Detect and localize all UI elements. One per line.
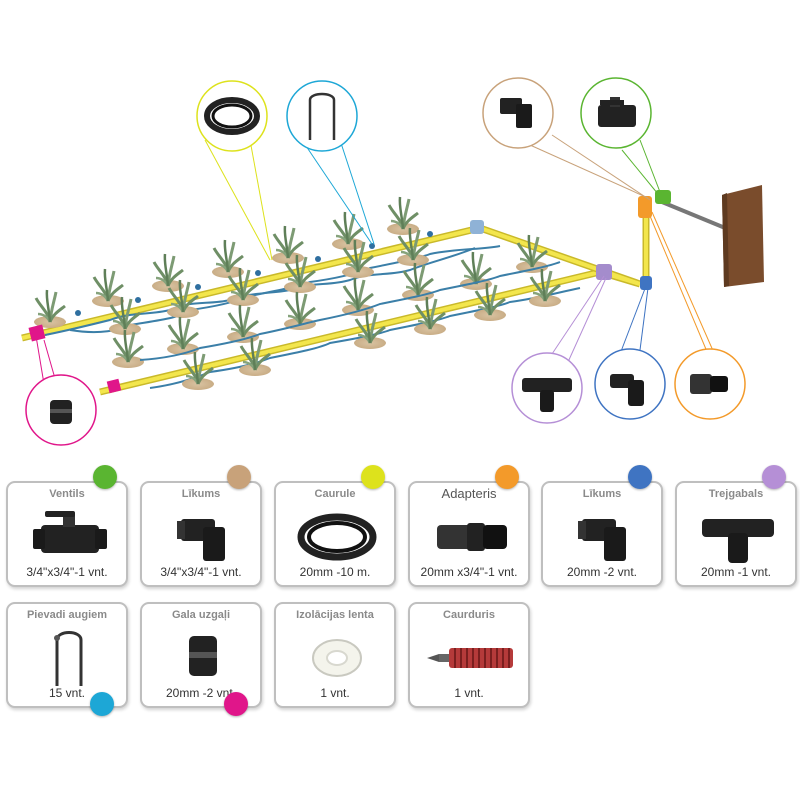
part-title: Pievadi augiem (26, 609, 108, 621)
part-card: Caurule 20mm -10 m. (274, 481, 396, 587)
part-quantity: 20mm -1 vnt. (700, 565, 772, 579)
adapter-icon (690, 374, 728, 394)
part-title: Līkums (582, 488, 622, 500)
part-title: Izolācijas lenta (296, 609, 374, 621)
part-card: Līkums 3/4"x3/4"-1 vnt. (140, 481, 262, 587)
layout-fittings (28, 190, 671, 394)
part-title: Adapteris (441, 486, 497, 501)
part-quantity: 3/4"x3/4"-1 vnt. (160, 565, 242, 579)
part-quantity: 20mm -10 m. (299, 565, 371, 579)
ball-valve-icon (19, 505, 119, 565)
part-card: Ventils 3/4"x3/4"-1 vnt. (6, 481, 128, 587)
part-quantity: 3/4"x3/4"-1 vnt. (26, 565, 108, 579)
elbow-icon (500, 98, 532, 128)
plant-row-3 (110, 233, 561, 370)
adapter-icon (421, 505, 521, 565)
part-quantity: 20mm -2 vnt. (566, 565, 638, 579)
tee-icon (522, 378, 572, 412)
part-title: Ventils (49, 488, 85, 500)
plant-row-4 (149, 267, 581, 392)
coiled-pipe-icon (287, 505, 387, 565)
part-card: Pievadi augiem 15 vnt. (6, 602, 128, 708)
color-key-dot (495, 465, 519, 489)
elbow-icon (610, 374, 644, 406)
part-quantity: 15 vnt. (48, 686, 86, 700)
part-title: Līkums (181, 488, 221, 500)
coiled-pipe-icon (204, 97, 260, 135)
part-title: Trejgabals (708, 488, 764, 500)
part-title: Caurduris (443, 609, 495, 621)
tee-icon (688, 505, 788, 565)
plant-row-2 (69, 226, 501, 337)
part-card: Izolācijas lenta 1 vnt. (274, 602, 396, 708)
part-quantity: 20mm -2 vnt. (165, 686, 237, 700)
drip-stake-icon (308, 92, 336, 140)
callout-lines (35, 134, 719, 397)
color-key-dot (93, 465, 117, 489)
irrigation-layout-diagram (21, 77, 764, 446)
color-key-dot (628, 465, 652, 489)
part-card: Caurduris 1 vnt. (408, 602, 530, 708)
part-title: Caurule (314, 488, 356, 500)
elbow-icon (554, 505, 654, 565)
color-key-dot (361, 465, 385, 489)
end-cap-icon (50, 400, 72, 424)
part-quantity: 1 vnt. (320, 686, 350, 700)
part-title: Gala uzgaļi (171, 609, 231, 621)
part-card: Adapteris 20mm x3/4"-1 vnt. (408, 481, 530, 587)
color-key-dot (762, 465, 786, 489)
ball-valve-icon (598, 97, 636, 127)
color-key-dot (227, 465, 251, 489)
part-card: Gala uzgaļi 20mm -2 vnt. (140, 602, 262, 708)
part-card: Līkums 20mm -2 vnt. (541, 481, 663, 587)
color-key-dot (224, 692, 248, 716)
elbow-icon (153, 505, 253, 565)
punch-tool-icon (421, 626, 521, 686)
drip-stake-icon (19, 626, 119, 686)
part-card: Trejgabals 20mm -1 vnt. (675, 481, 797, 587)
part-quantity: 1 vnt. (454, 686, 484, 700)
color-key-dot (90, 692, 114, 716)
end-cap-icon (153, 626, 253, 686)
tape-roll-icon (287, 626, 387, 686)
part-quantity: 20mm x3/4"-1 vnt. (420, 565, 518, 579)
water-source-post (722, 185, 764, 287)
callout-circles (25, 77, 746, 446)
